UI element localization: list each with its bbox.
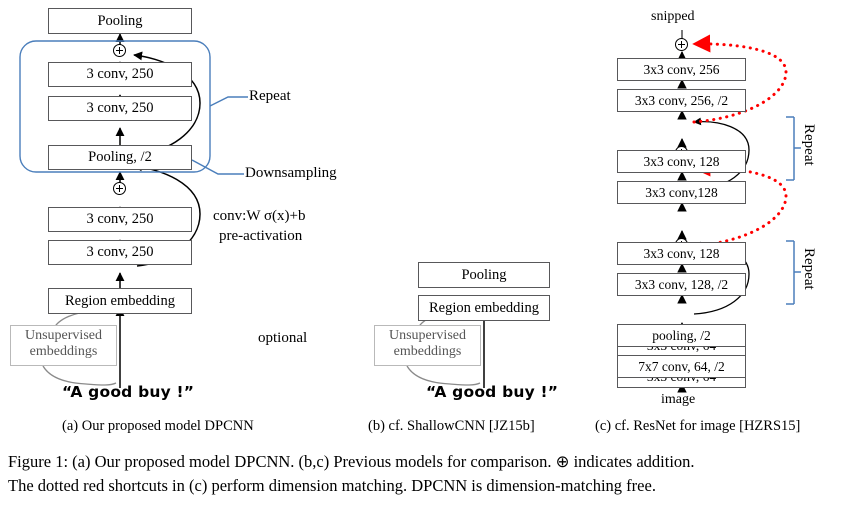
panel-b-block-region-embedding[interactable]: Region embedding <box>418 295 550 321</box>
panel-c-block-conv-256[interactable]: 3x3 conv, 256 <box>617 58 746 81</box>
panel-c-repeat-brackets <box>786 116 801 305</box>
panel-a-block-conv-1[interactable]: 3 conv, 250 <box>48 62 192 87</box>
panel-c-subcaption: (c) cf. ResNet for image [HZRS15] <box>595 418 801 434</box>
panel-a-add-node-lower <box>113 182 126 195</box>
panel-a-block-conv-2[interactable]: 3 conv, 250 <box>48 96 192 121</box>
panel-c-repeat-label-lower: Repeat <box>801 248 817 290</box>
panel-a-block-pooling[interactable]: Pooling <box>48 8 192 34</box>
panel-a-unsupervised-embeddings-box[interactable]: Unsupervised embeddings <box>10 325 117 366</box>
panel-c-add-node-1 <box>675 38 688 51</box>
panel-b-block-pooling[interactable]: Pooling <box>418 262 550 288</box>
panel-c-block-conv-256-s2[interactable]: 3x3 conv, 256, /2 <box>617 89 746 112</box>
panel-a-block-conv-3[interactable]: 3 conv, 250 <box>48 207 192 232</box>
panel-a-block-conv-4[interactable]: 3 conv, 250 <box>48 240 192 265</box>
panel-a-ghost-line-2: embeddings <box>29 344 98 359</box>
panel-a-subcaption: (a) Our proposed model DPCNN <box>62 418 254 434</box>
panel-b-input-text: “A good buy !” <box>426 383 559 401</box>
panel-b-subcaption: (b) cf. ShallowCNN [JZ15b] <box>368 418 535 434</box>
panel-c-block-pooling-half[interactable]: pooling, /2 <box>617 324 746 347</box>
panel-b-ghost-line-2: embeddings <box>393 344 462 359</box>
panel-c-block-conv-128-c[interactable]: 3x3 conv, 128 <box>617 242 746 265</box>
panel-c-image-label: image <box>661 392 696 407</box>
figure-caption-line-2: The dotted red shortcuts in (c) perform … <box>8 476 656 495</box>
figure-caption-line-1: Figure 1: (a) Our proposed model DPCNN. … <box>8 452 695 471</box>
panel-c-block-conv-7x7[interactable]: 7x7 conv, 64, /2 <box>617 355 746 378</box>
panel-c-snipped-label: snipped <box>651 9 695 24</box>
panel-a-input-text: “A good buy !” <box>62 383 195 401</box>
panel-a-block-region-embedding[interactable]: Region embedding <box>48 288 192 314</box>
panel-c-block-conv-128-a[interactable]: 3x3 conv, 128 <box>617 150 746 173</box>
panel-c-repeat-label-upper: Repeat <box>801 124 817 166</box>
panel-c-block-conv-128-s2[interactable]: 3x3 conv, 128, /2 <box>617 273 746 296</box>
panel-b-unsupervised-embeddings-box[interactable]: Unsupervised embeddings <box>374 325 481 366</box>
panel-c-block-conv-128-b[interactable]: 3x3 conv,128 <box>617 181 746 204</box>
panel-a-conv-formula-label: conv:W σ(x)+b <box>213 208 306 224</box>
panel-a-optional-label: optional <box>258 330 308 346</box>
panel-a-downsampling-label: Downsampling <box>245 165 337 181</box>
panel-a-add-node-upper <box>113 44 126 57</box>
panel-b-ghost-line-1: Unsupervised <box>389 328 466 343</box>
panel-a-block-pooling-half[interactable]: Pooling, /2 <box>48 145 192 170</box>
panel-a-ghost-line-1: Unsupervised <box>25 328 102 343</box>
panel-a-repeat-label: Repeat <box>249 88 291 104</box>
panel-a-preactivation-label: pre-activation <box>219 228 303 244</box>
